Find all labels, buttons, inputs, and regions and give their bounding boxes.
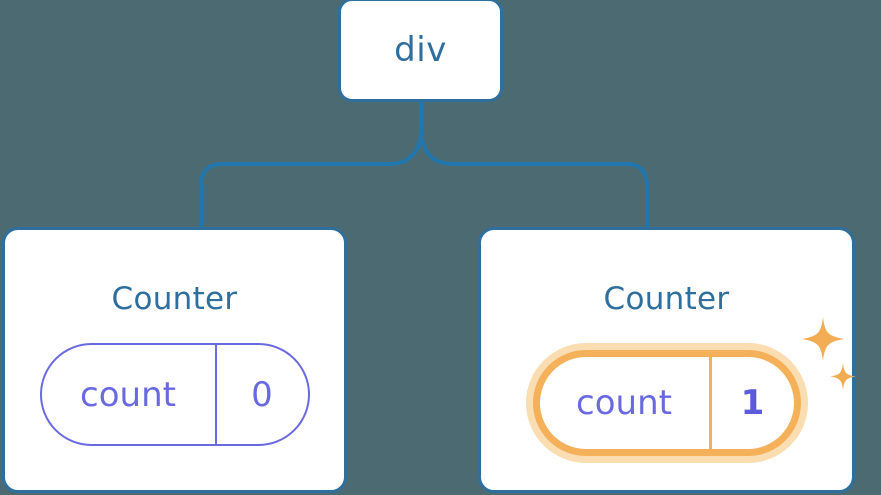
state-pill-left-wrap: count 0 <box>39 343 310 446</box>
counter-card-right[interactable]: Counter count 1 <box>478 227 856 493</box>
state-pill-left-key: count <box>42 345 217 444</box>
connector-left <box>199 100 423 230</box>
connector-right <box>419 100 649 230</box>
counter-card-left-title: Counter <box>111 281 238 317</box>
div-node-label: div <box>394 30 447 70</box>
sparkle-small-icon <box>829 363 856 390</box>
state-pill-right-wrap: count 1 <box>525 317 856 463</box>
state-pill-left[interactable]: count 0 <box>39 343 310 446</box>
state-pill-right-value: 1 <box>740 383 765 423</box>
state-pill-right[interactable]: count 1 <box>532 350 801 456</box>
counter-card-left[interactable]: Counter count 0 <box>2 227 347 493</box>
sparkle-large-icon <box>801 317 844 361</box>
div-node[interactable]: div <box>338 0 503 102</box>
state-pill-right-key: count <box>540 357 712 449</box>
counter-card-right-title: Counter <box>603 281 730 317</box>
state-pill-right-glow: count 1 <box>525 343 808 463</box>
sparkle-icon <box>801 317 856 390</box>
state-pill-left-value: 0 <box>251 374 273 415</box>
